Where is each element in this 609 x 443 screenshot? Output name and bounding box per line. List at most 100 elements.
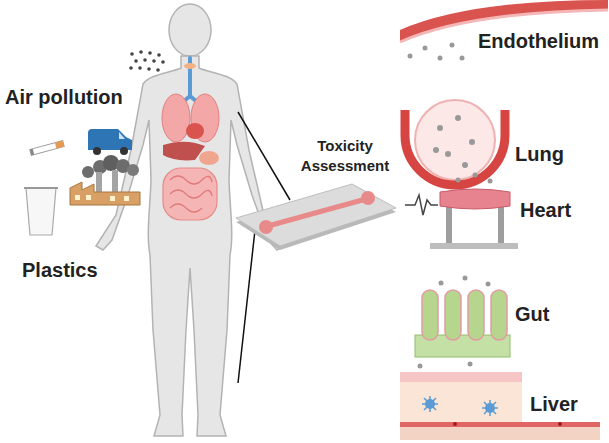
post	[446, 205, 452, 244]
part-label: Air pollution	[5, 86, 123, 109]
villus	[422, 290, 438, 340]
particle	[418, 364, 423, 369]
factory-window	[124, 196, 129, 201]
label-slot: Heart	[520, 199, 571, 222]
ecg-trace	[405, 195, 438, 215]
part-label: Lung	[515, 143, 564, 166]
label-slot: Endothelium	[478, 30, 599, 53]
van	[88, 129, 132, 155]
body-silhouette	[96, 56, 284, 436]
label-slot: Air pollution	[5, 86, 123, 109]
blood-cell	[453, 422, 457, 426]
particle	[143, 58, 147, 62]
liver-tissue	[400, 362, 600, 441]
label-slot: Liver	[530, 393, 578, 416]
label-slot: Gut	[515, 303, 549, 326]
chip-channel	[268, 199, 366, 226]
particle	[408, 54, 413, 59]
particle	[450, 43, 455, 48]
particle	[134, 59, 138, 63]
sinusoid	[400, 422, 600, 427]
label-slot: Lung	[515, 143, 564, 166]
particle	[437, 125, 443, 131]
particle	[486, 282, 491, 287]
stomach	[199, 151, 219, 165]
factory-window	[75, 195, 80, 200]
kupffer-cell	[482, 400, 498, 416]
tissue-layer	[400, 427, 600, 440]
chip-chamber	[361, 191, 375, 205]
particle	[488, 179, 493, 184]
chip-chamber	[259, 220, 273, 234]
cigarette-ash	[30, 149, 34, 156]
lung-alveolus	[405, 100, 505, 185]
villus	[445, 290, 461, 340]
chimney	[96, 172, 102, 192]
cigarette	[30, 141, 64, 156]
factory	[70, 155, 140, 205]
particle	[456, 178, 461, 183]
particle	[423, 46, 428, 51]
liver-organ	[163, 142, 205, 161]
particle	[433, 147, 439, 153]
cigarette-body	[30, 141, 64, 156]
particle	[161, 60, 165, 64]
particle	[463, 276, 468, 281]
particle	[445, 151, 451, 157]
post-base	[430, 243, 518, 249]
part-label: Liver	[530, 393, 578, 416]
particle	[152, 59, 156, 63]
particle	[147, 67, 151, 71]
tissue-layer	[400, 382, 522, 422]
endothelium-vessel	[400, 0, 608, 61]
villus	[491, 290, 507, 340]
van-wheel	[93, 147, 101, 155]
smoke	[82, 166, 94, 178]
part-label: Plastics	[22, 259, 98, 282]
cup-rim	[24, 187, 58, 189]
factory-window	[86, 195, 91, 200]
gut-villi	[415, 276, 510, 358]
thyroid	[184, 63, 196, 69]
chimney	[112, 170, 118, 192]
particle	[157, 53, 161, 57]
chip-heading: Toxicity Assessment	[295, 136, 395, 176]
cardiac-tissue	[440, 189, 510, 209]
pollution-particles	[129, 50, 165, 72]
factory-window	[110, 196, 115, 201]
particle	[129, 66, 133, 70]
van-body	[88, 129, 132, 150]
villus	[468, 290, 484, 340]
chip-plate	[236, 184, 396, 246]
intestine	[163, 168, 217, 220]
alveolar-wall	[405, 110, 505, 185]
label-slot: Plastics	[22, 259, 98, 282]
particle	[468, 362, 473, 367]
particle	[148, 51, 152, 55]
particle	[130, 52, 134, 56]
lung-left	[162, 94, 190, 142]
particle	[460, 56, 465, 61]
van-window	[119, 132, 125, 139]
kupffer-cell	[422, 396, 438, 412]
chip-node: Toxicity Assessment	[230, 132, 402, 250]
alveolus	[415, 100, 495, 180]
particle	[469, 139, 475, 145]
intestine-loops	[170, 176, 212, 212]
particle	[139, 50, 143, 54]
particle	[156, 68, 160, 72]
part-label: Endothelium	[478, 30, 599, 53]
smoke	[127, 164, 139, 176]
cup-body	[26, 188, 56, 235]
chip-outline	[230, 132, 402, 250]
particle	[438, 56, 443, 61]
cigarette-filter	[55, 141, 64, 149]
head	[169, 4, 211, 56]
zoom-line	[238, 230, 255, 383]
particle	[439, 281, 444, 286]
van-wheel	[120, 147, 128, 155]
part-label: Heart	[520, 199, 571, 222]
part-label: Gut	[515, 303, 549, 326]
particle	[455, 115, 461, 121]
